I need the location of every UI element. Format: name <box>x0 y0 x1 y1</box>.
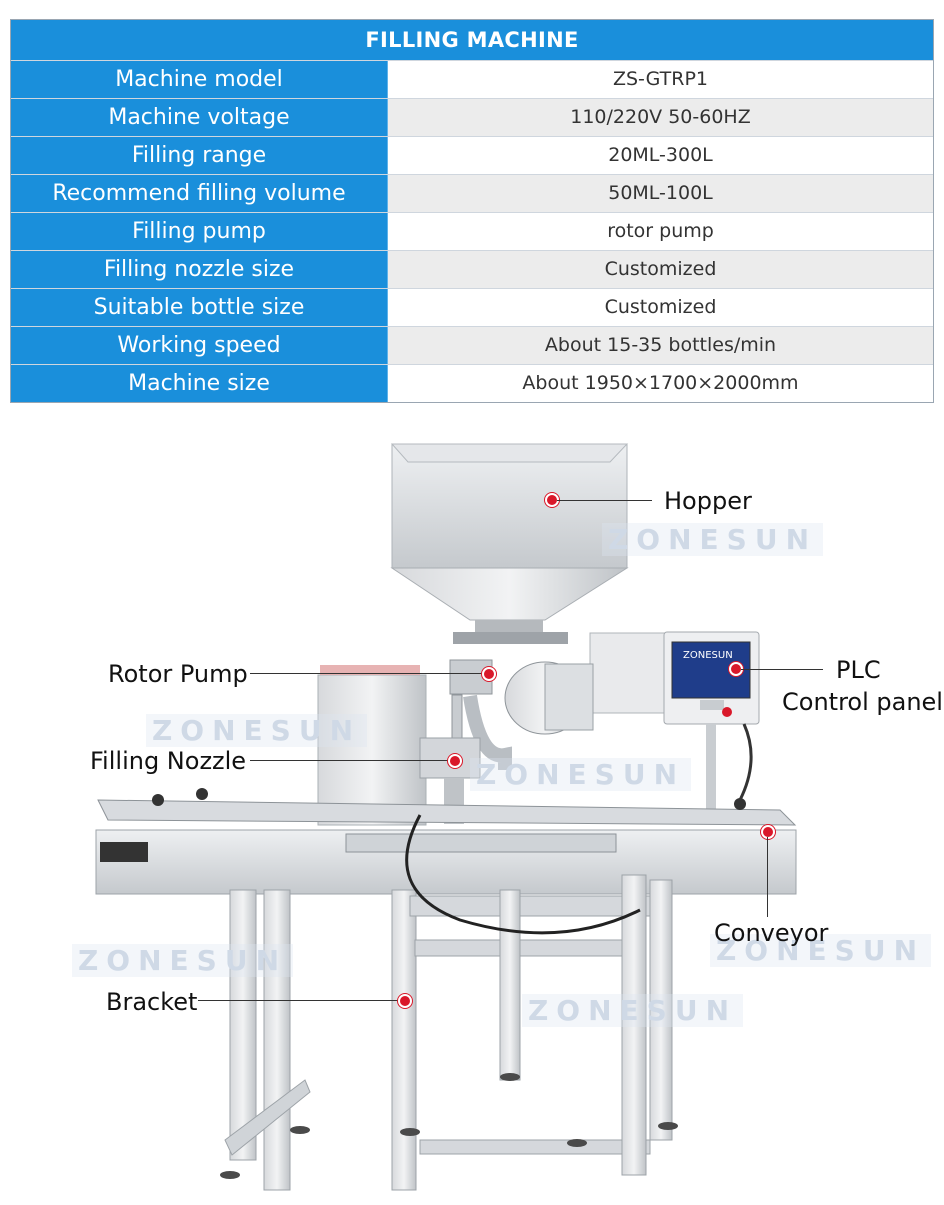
machine-cabinet <box>317 632 669 826</box>
watermark: ZONESUN <box>522 994 744 1027</box>
spec-value: 50ML-100L <box>388 175 933 212</box>
spec-value: About 15-35 bottles/min <box>388 327 933 364</box>
spec-label: Filling nozzle size <box>11 251 388 288</box>
hopper-leader <box>557 500 652 501</box>
conveyor-marker <box>761 825 775 839</box>
spec-label: Machine model <box>11 61 388 98</box>
conveyor-leader <box>767 837 768 917</box>
hopper-label: Hopper <box>664 487 752 515</box>
watermark: ZONESUN <box>72 944 294 977</box>
bracket-marker <box>398 994 412 1008</box>
spec-value: rotor pump <box>388 213 933 250</box>
conveyor-shape <box>95 788 797 895</box>
watermark: ZONESUN <box>470 758 692 791</box>
watermark: ZONESUN <box>602 523 824 556</box>
plc-leader <box>741 669 823 670</box>
watermark: ZONESUN <box>710 934 932 967</box>
filling-nozzle-marker <box>448 754 462 768</box>
spec-label: Machine voltage <box>11 99 388 136</box>
rotor-pump-leader <box>250 673 482 674</box>
spec-label: Machine size <box>11 365 388 402</box>
rotor-pump-shape <box>449 632 594 770</box>
spec-value: Customized <box>388 289 933 326</box>
hopper-shape <box>390 443 629 632</box>
plc-label-line1: PLC <box>836 656 881 684</box>
rotor-pump-label: Rotor Pump <box>108 660 248 688</box>
table-title: FILLING MACHINE <box>11 20 933 60</box>
spec-label: Filling range <box>11 137 388 174</box>
bracket-shape <box>220 874 678 1191</box>
spec-label: Recommend filling volume <box>11 175 388 212</box>
machine-figure: ZONESUN <box>0 420 944 1201</box>
filling-nozzle-label: Filling Nozzle <box>90 747 247 775</box>
rotor-pump-marker <box>482 667 496 681</box>
spec-label: Working speed <box>11 327 388 364</box>
spec-value: Customized <box>388 251 933 288</box>
filling-nozzle-leader <box>250 760 448 761</box>
hose-cable <box>405 814 641 935</box>
spec-value: About 1950×1700×2000mm <box>388 365 933 402</box>
spec-value: 20ML-300L <box>388 137 933 174</box>
conveyor-label: Conveyor <box>714 919 829 947</box>
panel-logo: ZONESUN <box>683 650 733 661</box>
machine-illustration: ZONESUN <box>95 443 797 1191</box>
spec-label: Suitable bottle size <box>11 289 388 326</box>
spec-value: ZS-GTRP1 <box>388 61 933 98</box>
spec-value: 110/220V 50-60HZ <box>388 99 933 136</box>
plc-label-line2: Control panel <box>782 688 943 716</box>
watermark: ZONESUN <box>146 714 368 747</box>
bracket-leader <box>198 1000 398 1001</box>
bracket-label: Bracket <box>106 988 198 1016</box>
spec-label: Filling pump <box>11 213 388 250</box>
